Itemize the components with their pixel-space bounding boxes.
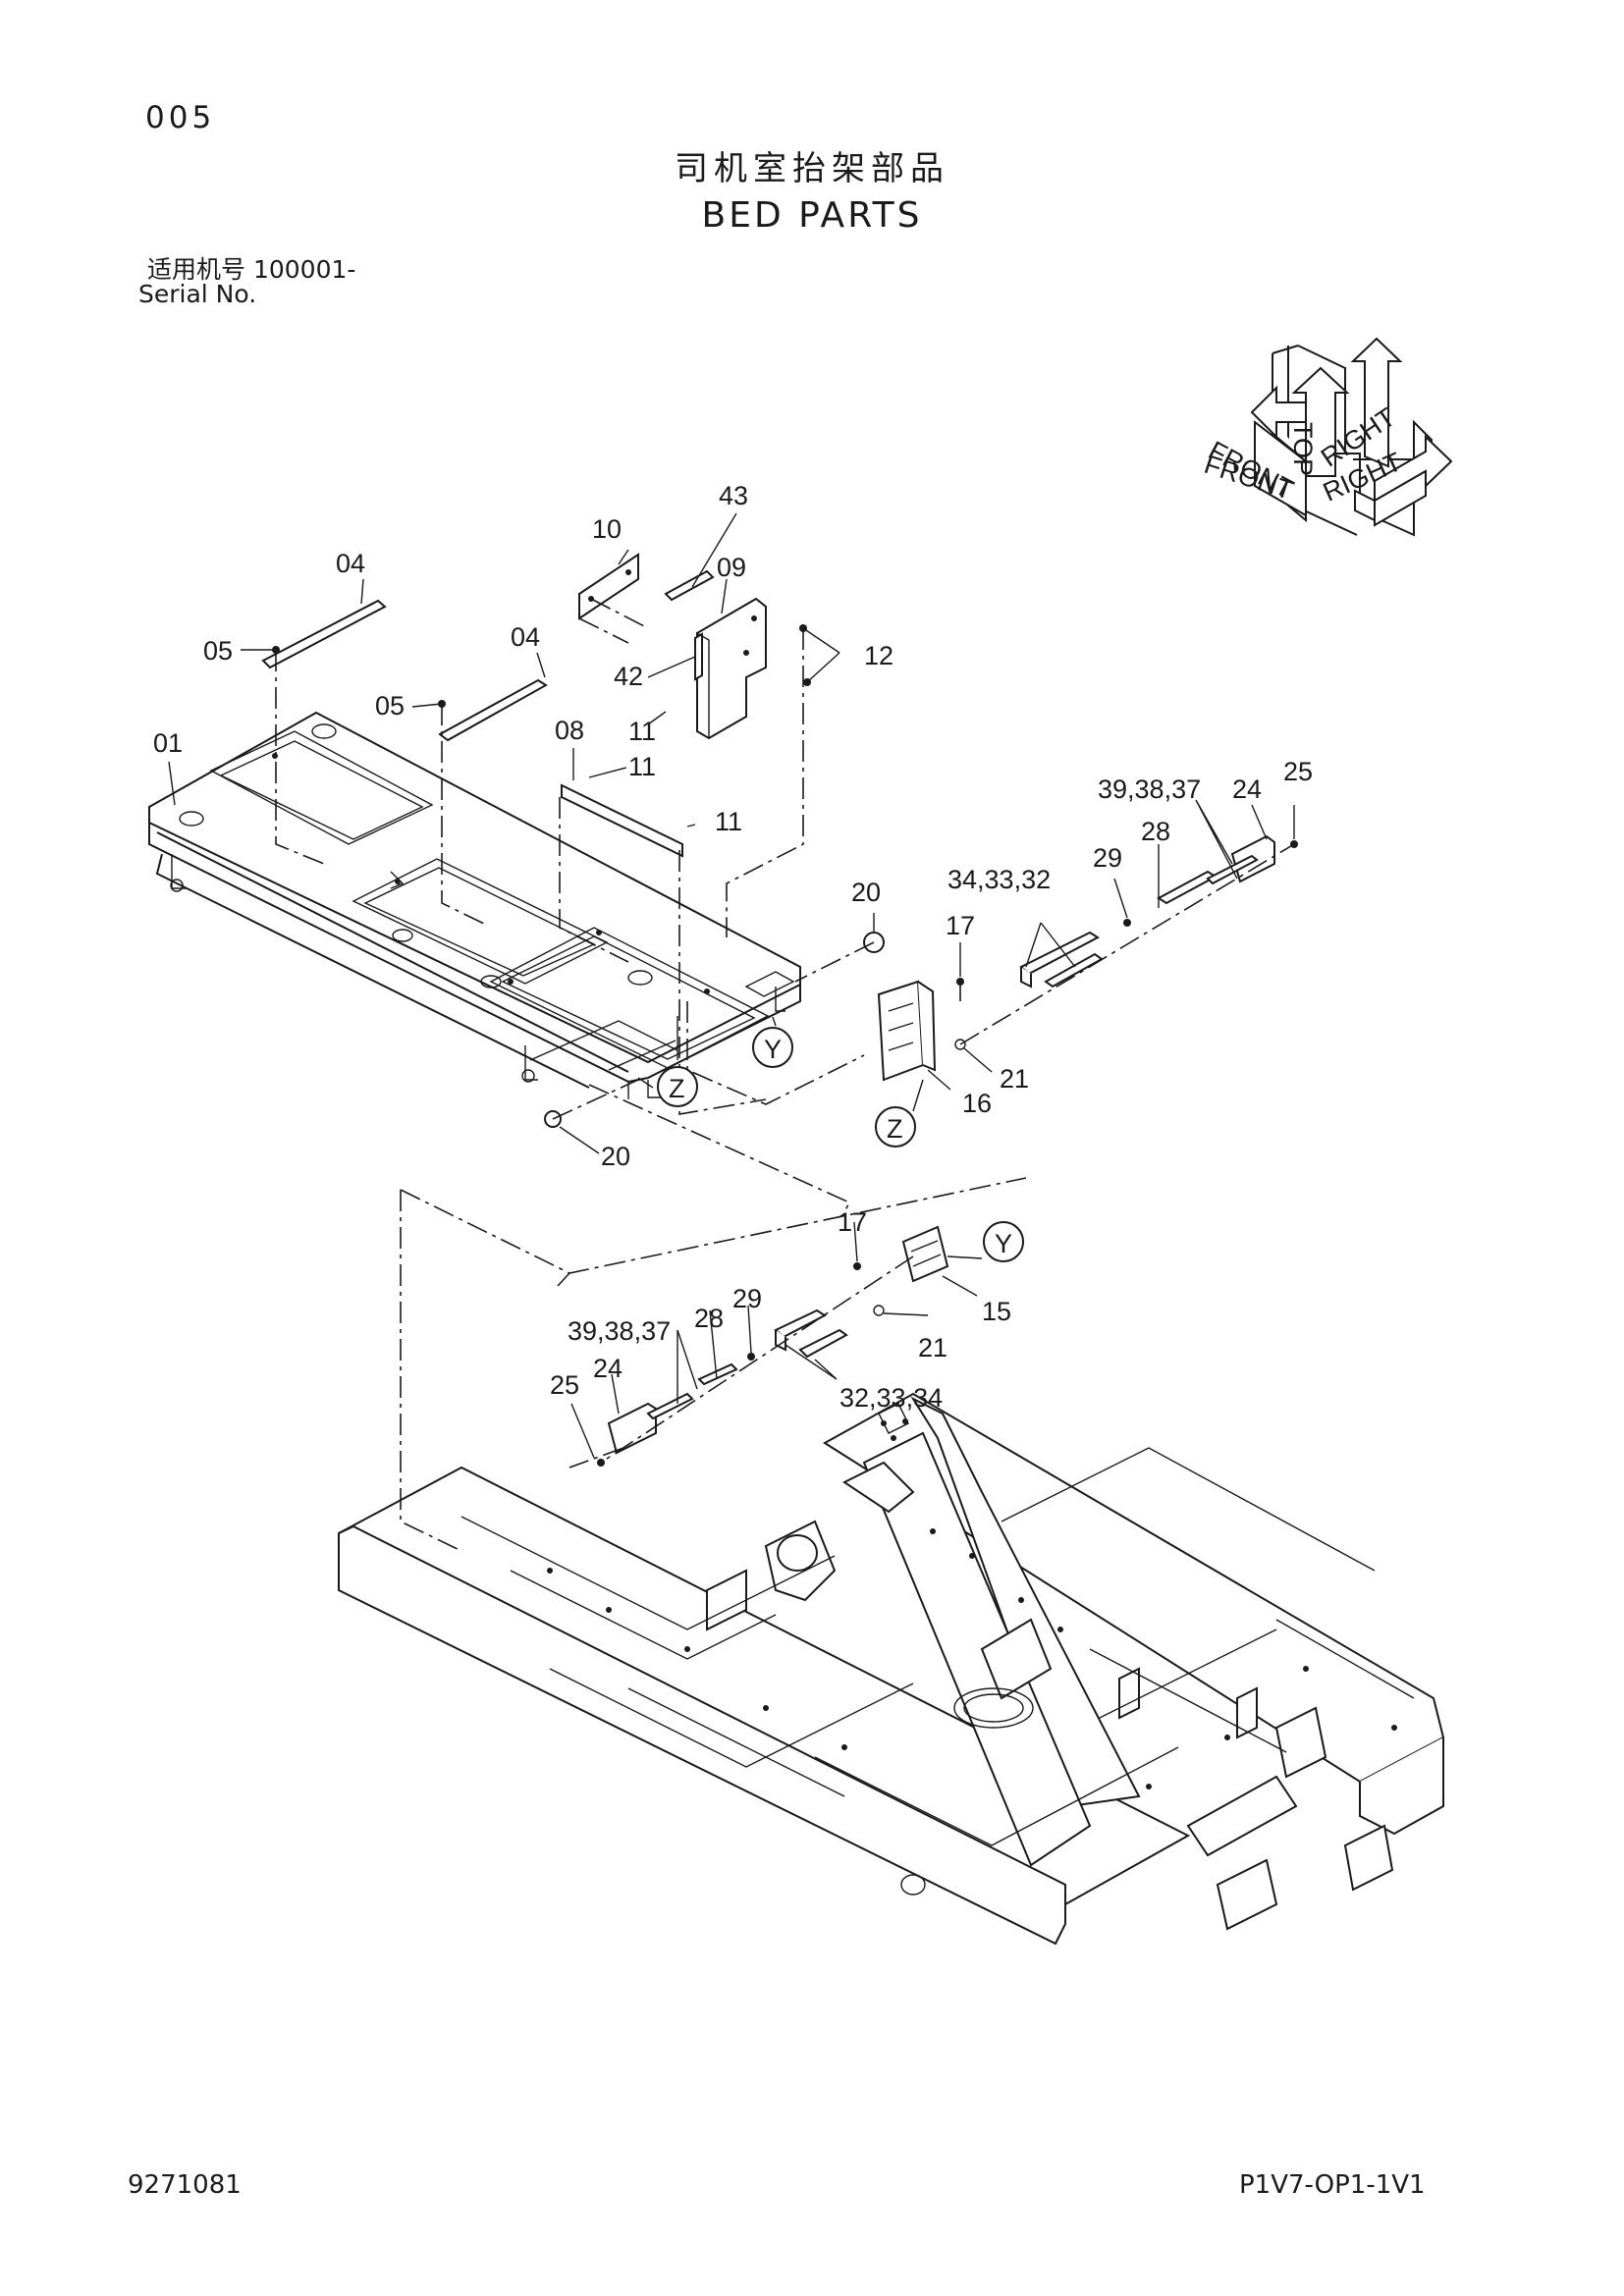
floor-plate-upper: [261, 599, 387, 669]
callout-39-38-37-lower: 39,38,37: [568, 1316, 671, 1346]
callout-29-lower: 29: [732, 1284, 762, 1313]
bolt-12: [799, 624, 811, 686]
damper-set-lower-39-38-37: [607, 1362, 738, 1455]
callout-32-33-34: 32,33,34: [839, 1383, 943, 1413]
callout-17-lower: 17: [838, 1207, 867, 1237]
washer-21-upper: [954, 1039, 966, 1050]
callout-21-upper: 21: [1000, 1064, 1029, 1094]
plate-08: [561, 783, 683, 858]
callout-11-middle: 11: [628, 752, 656, 781]
page-number: 005: [145, 100, 216, 135]
seal-42: [694, 632, 703, 681]
callout-04-lower: 04: [511, 622, 540, 652]
orientation-indicator: FRONT FRONT TOP RIGHT RIGHT: [1201, 337, 1453, 537]
damper-set-upper-39-38-37: [1157, 834, 1275, 905]
view-marker-y-upper: Y: [752, 1027, 793, 1068]
callout-15: 15: [982, 1297, 1011, 1326]
bolt-29-upper: [1123, 919, 1131, 927]
callout-05-upper: 05: [203, 636, 233, 666]
view-marker-z-upper: Z: [657, 1066, 698, 1107]
page-title-chinese: 司机室抬架部品: [675, 149, 949, 188]
callout-17-upper: 17: [946, 911, 975, 940]
serial-number-label-chinese: 适用机号 100001-: [147, 255, 356, 284]
callout-25-lower: 25: [550, 1370, 579, 1400]
cover-plate-10: [578, 553, 639, 620]
callout-20-upper: 20: [851, 878, 881, 907]
callout-11-top: 11: [628, 717, 656, 746]
callout-28-lower: 28: [694, 1304, 724, 1333]
callout-29-upper: 29: [1093, 843, 1122, 873]
floor-plate-middle: [438, 678, 548, 742]
view-marker-z-lower-label: Z: [887, 1114, 903, 1144]
document-number: 9271081: [128, 2170, 242, 2200]
bracket-09: [664, 569, 767, 740]
callout-16: 16: [962, 1089, 992, 1118]
view-marker-z-upper-label: Z: [669, 1074, 685, 1103]
serial-number-label-english: Serial No.: [138, 280, 257, 308]
view-marker-z-lower: Z: [875, 1106, 916, 1148]
callout-43: 43: [719, 481, 748, 510]
bolt-17-lower: [853, 1262, 861, 1270]
orientation-top: TOP: [1288, 422, 1318, 476]
callout-24-upper: 24: [1232, 774, 1262, 804]
page-title-english: BED PARTS: [701, 195, 923, 236]
bolt-29-lower: [747, 1353, 755, 1361]
callout-09: 09: [717, 553, 746, 582]
view-marker-y-upper-label: Y: [764, 1035, 782, 1064]
mount-bracket-15: [901, 1225, 949, 1283]
view-marker-y-lower-label: Y: [995, 1229, 1012, 1258]
callout-34-33-32: 34,33,32: [947, 865, 1051, 894]
bed-frame: [148, 711, 801, 1099]
callout-24-lower: 24: [593, 1354, 623, 1383]
callout-10: 10: [592, 514, 622, 544]
callout-12: 12: [864, 641, 893, 670]
callout-05-lower: 05: [375, 691, 405, 721]
part-callouts: 43 10 04 09 12 05 04 42 05 11 01 08 11 1…: [153, 481, 1313, 1413]
callout-42: 42: [614, 662, 643, 691]
callout-39-38-37-upper: 39,38,37: [1098, 774, 1201, 804]
leader-lines: [168, 512, 1295, 1459]
callout-11-bottom: 11: [715, 807, 742, 836]
assembly-guide-lines: [275, 598, 1295, 1552]
main-frame: [338, 1392, 1445, 1946]
damper-set-lower-32-33-34: [774, 1308, 848, 1359]
view-marker-y-lower: Y: [983, 1221, 1024, 1262]
callout-01: 01: [153, 728, 183, 758]
callout-28-upper: 28: [1141, 817, 1170, 846]
page-code: P1V7-OP1-1V1: [1239, 2170, 1426, 2200]
callout-20-lower: 20: [601, 1142, 630, 1171]
callout-21-lower: 21: [918, 1333, 947, 1362]
callout-25-upper: 25: [1283, 757, 1313, 786]
callout-04-upper: 04: [336, 549, 365, 578]
mount-bracket-16: [877, 980, 937, 1082]
callout-08: 08: [555, 716, 584, 745]
washer-21-lower: [873, 1305, 885, 1316]
damper-set-upper-34-33-32: [1019, 931, 1104, 988]
